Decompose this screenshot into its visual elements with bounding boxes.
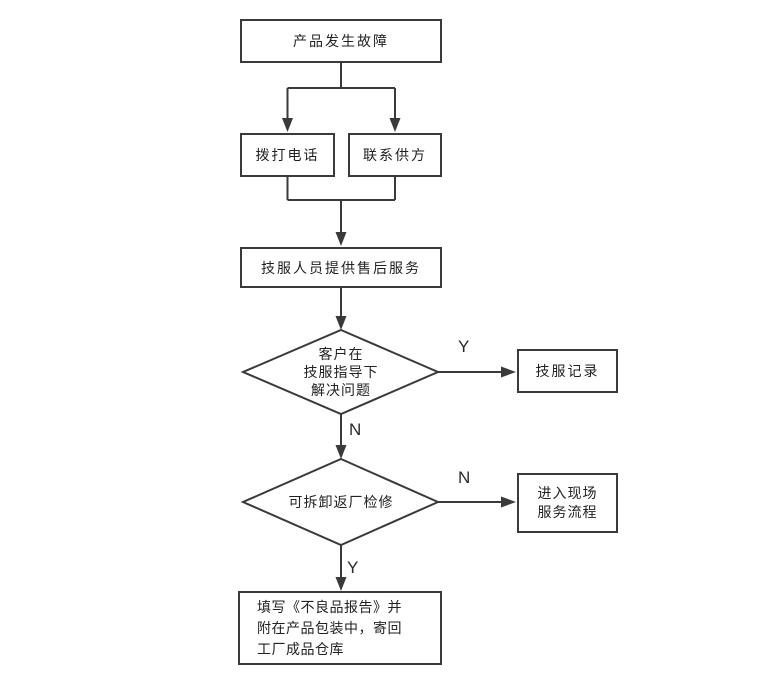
- node-contact-supplier-label: 联系供方: [363, 147, 427, 163]
- connector-lines: [286, 63, 501, 577]
- decision-returnable-line: 可拆卸返厂检修: [288, 494, 394, 510]
- node-decision-resolved-label: 客户在 技服指导下 解决问题: [251, 345, 431, 399]
- arrowhead-right-to-service-record: [501, 366, 516, 378]
- node-decision-returnable-label: 可拆卸返厂检修: [243, 493, 439, 511]
- node-after-sales: 技服人员提供售后服务: [240, 247, 442, 288]
- arrowhead-right-to-onsite-service: [501, 496, 516, 508]
- decision-resolved-line-3: 解决问题: [311, 382, 371, 398]
- branch-label-returnable-yes: Y: [347, 558, 359, 577]
- arrowhead-down-to-decision-returnable: [335, 445, 347, 459]
- arrowhead-down-to-defect-report: [335, 577, 347, 591]
- node-call-phone: 拨打电话: [240, 133, 335, 177]
- arrowhead-down-to-decision-resolved: [335, 316, 347, 330]
- node-onsite-service-line-1: 进入现场: [537, 485, 598, 501]
- node-defect-report-line-1: 填写《不良品报告》并: [257, 598, 402, 615]
- arrowhead-down-to-contact-supplier: [389, 118, 401, 132]
- node-defect-report-line-2: 附在产品包装中，寄回: [257, 619, 402, 636]
- node-start-label: 产品发生故障: [293, 33, 389, 49]
- node-defect-report: 填写《不良品报告》并 附在产品包装中，寄回 工厂成品仓库: [238, 591, 442, 665]
- decision-resolved-line-1: 客户在: [318, 346, 364, 362]
- branch-label-resolved-no: N: [349, 420, 362, 439]
- node-contact-supplier: 联系供方: [348, 133, 442, 177]
- decision-resolved-line-2: 技服指导下: [303, 364, 379, 380]
- node-call-phone-label: 拨打电话: [255, 147, 320, 163]
- decision-returnable-diamond: [240, 457, 441, 547]
- branch-label-returnable-no: N: [458, 468, 471, 487]
- node-start: 产品发生故障: [240, 19, 442, 63]
- node-onsite-service: 进入现场 服务流程: [517, 473, 618, 533]
- decision-resolved-diamond: [240, 328, 441, 416]
- arrowhead-down-to-call-phone: [282, 118, 293, 132]
- arrowhead-down-to-after-sales: [335, 232, 347, 246]
- branch-label-resolved-yes: Y: [458, 337, 470, 356]
- node-service-record: 技服记录: [517, 349, 618, 393]
- node-onsite-service-line-2: 服务流程: [537, 504, 598, 520]
- node-after-sales-label: 技服人员提供售后服务: [261, 259, 421, 276]
- node-service-record-label: 技服记录: [535, 363, 600, 379]
- node-defect-report-line-3: 工厂成品仓库: [257, 640, 344, 657]
